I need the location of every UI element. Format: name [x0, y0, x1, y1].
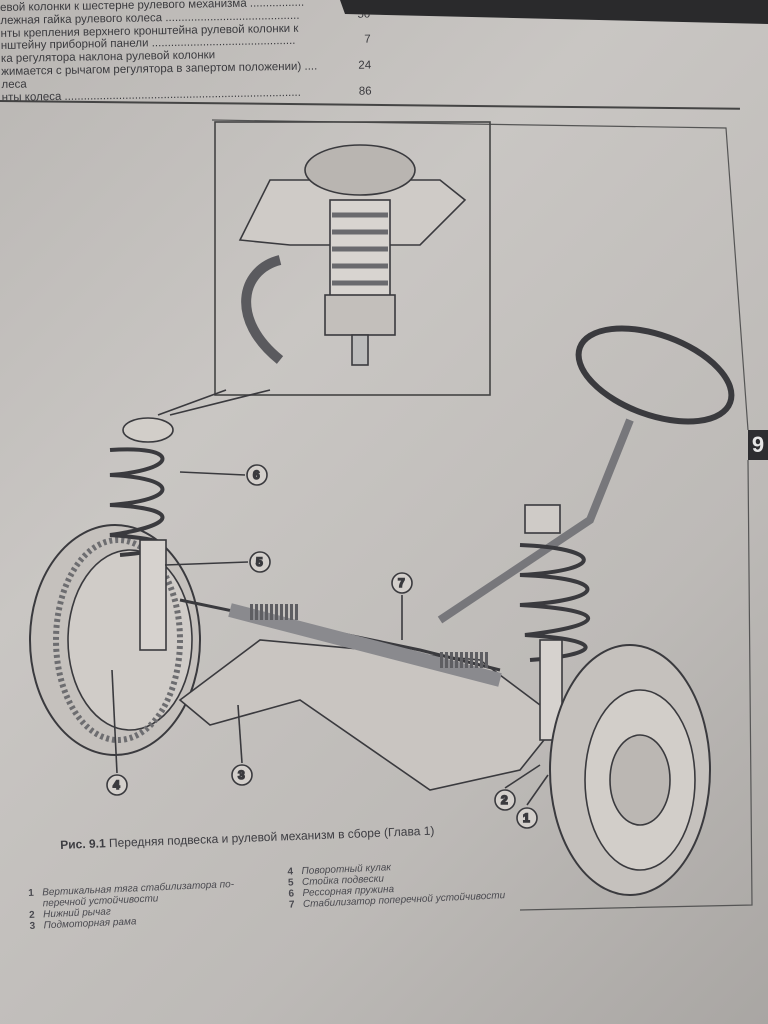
right-wheel [549, 644, 711, 896]
svg-text:1: 1 [523, 811, 530, 825]
inset-box [214, 121, 491, 396]
svg-text:3: 3 [238, 768, 245, 782]
leader-line [157, 389, 227, 416]
callout-3: 3 [231, 704, 253, 786]
callout-2: 2 [494, 764, 541, 811]
callout-4: 4 [106, 669, 128, 796]
subframe [178, 598, 562, 791]
svg-text:7: 7 [398, 576, 405, 590]
svg-text:5: 5 [256, 555, 263, 569]
svg-text:6: 6 [253, 468, 260, 482]
left-strut [109, 417, 174, 651]
strut-mount-detail [238, 144, 467, 366]
callout-6: 6 [179, 464, 268, 486]
right-strut [519, 504, 591, 741]
callout-7: 7 [391, 572, 413, 640]
svg-text:4: 4 [113, 778, 120, 792]
steering-column [437, 325, 735, 624]
leader-line [169, 389, 271, 416]
callout-5: 5 [164, 551, 271, 573]
chapter-tab: 9 [748, 430, 768, 460]
callout-1: 1 [516, 774, 549, 829]
svg-text:2: 2 [501, 793, 508, 807]
